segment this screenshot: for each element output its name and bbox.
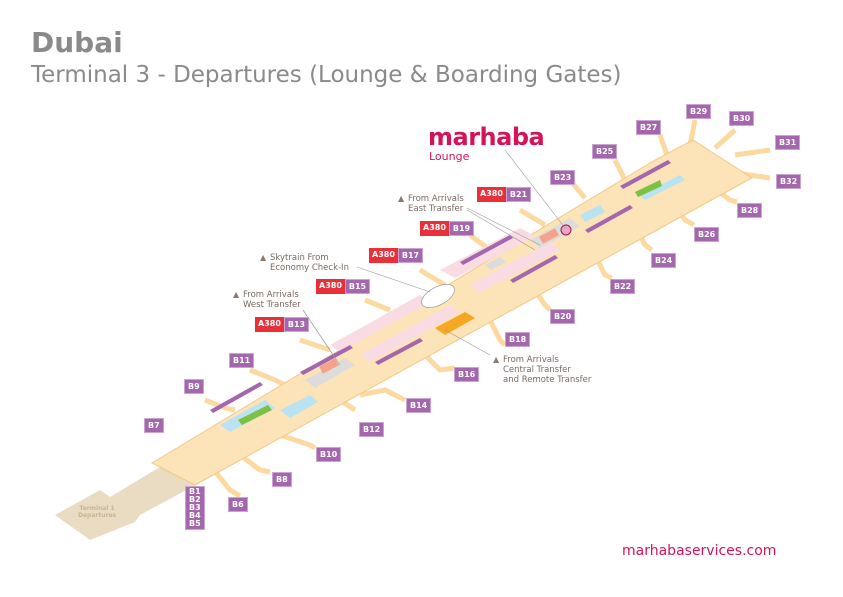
a380-badge: A380 <box>477 187 506 202</box>
terminal1-line2: Departures <box>78 512 117 519</box>
up-arrow-icon: ▲ <box>260 253 267 262</box>
a380-badge: A380 <box>369 248 398 263</box>
terminal1-line1: Terminal 1 <box>79 505 115 512</box>
a380-badge: A380 <box>420 221 449 236</box>
gate-b14: B14 <box>406 398 432 413</box>
gate-b28: B28 <box>737 203 763 218</box>
gate-b32: B32 <box>776 174 802 189</box>
callout-line: Economy Check-In <box>270 263 349 273</box>
callout-line: East Transfer <box>408 204 464 214</box>
callout-line: Central Transfer <box>503 365 571 375</box>
gate-b2: B2 <box>189 495 201 504</box>
gate-b25: B25 <box>592 144 618 159</box>
gate-b22: B22 <box>610 279 636 294</box>
gate-b4: B4 <box>189 511 201 520</box>
up-arrow-icon: ▲ <box>233 290 240 299</box>
callout-west-transfer: ▲ From Arrivals West Transfer <box>233 290 301 310</box>
gate-b11: B11 <box>229 353 255 368</box>
gate-b27: B27 <box>636 120 662 135</box>
page-title: Dubai <box>31 26 123 59</box>
gate-b24: B24 <box>651 253 677 268</box>
a380-badge: A380 <box>255 317 284 332</box>
callout-east-transfer: ▲ From Arrivals East Transfer <box>398 194 464 214</box>
gate-b18: B18 <box>505 332 531 347</box>
gate-b30: B30 <box>729 111 755 126</box>
gate-stack-b1-b5: B1 B2 B3 B4 B5 <box>185 486 205 530</box>
lounge-east <box>539 228 559 244</box>
marhaba-logo: marhaba <box>428 123 545 151</box>
callout-line: and Remote Transfer <box>503 375 592 385</box>
gate-b6: B6 <box>228 497 248 512</box>
gate-b17: B17 <box>397 248 424 263</box>
gate-b26: B26 <box>694 227 720 242</box>
gate-b1: B1 <box>189 487 201 496</box>
retail-areas <box>330 228 560 362</box>
gate-b31: B31 <box>775 135 801 150</box>
leader-lines <box>302 149 566 366</box>
callout-central-transfer: ▲ From Arrivals Central Transfer and Rem… <box>493 355 591 385</box>
page-subtitle: Terminal 3 - Departures (Lounge & Boardi… <box>31 62 622 88</box>
gate-b12: B12 <box>359 422 385 437</box>
gate-b13: B13 <box>283 317 310 332</box>
gate-b23: B23 <box>550 170 576 185</box>
website-link[interactable]: marhabaservices.com <box>622 543 777 559</box>
callout-line: From Arrivals <box>243 290 299 300</box>
callout-line: From Arrivals <box>408 194 464 204</box>
gate-b3: B3 <box>189 503 201 512</box>
gate-b15: B15 <box>344 279 371 294</box>
terminal1-label: Terminal 1 Departures <box>78 505 116 519</box>
gate-b10: B10 <box>316 447 342 462</box>
gate-b9: B9 <box>184 379 204 394</box>
gate-b29: B29 <box>686 104 712 119</box>
gate-b5: B5 <box>189 519 201 528</box>
gate-b7: B7 <box>144 418 164 433</box>
callout-line: Skytrain From <box>270 253 329 263</box>
gate-b8: B8 <box>272 472 292 487</box>
lounge-label: Lounge <box>429 150 470 163</box>
a380-badge: A380 <box>316 279 345 294</box>
terminal1-area <box>55 467 205 540</box>
callout-line: From Arrivals <box>503 355 559 365</box>
callout-skytrain: ▲ Skytrain From Economy Check-In <box>260 253 349 273</box>
up-arrow-icon: ▲ <box>398 194 405 203</box>
gate-b16: B16 <box>454 367 480 382</box>
skytrain-station <box>421 284 455 308</box>
callout-line: West Transfer <box>243 300 301 310</box>
shop-blocks <box>210 160 671 413</box>
lounge-west <box>319 358 339 374</box>
gate-b20: B20 <box>550 309 576 324</box>
marhaba-lounge-marker <box>560 224 572 236</box>
up-arrow-icon: ▲ <box>493 355 500 364</box>
gardens <box>238 180 662 425</box>
central-lounge <box>435 312 475 335</box>
gate-b19: B19 <box>448 221 475 236</box>
gate-b21: B21 <box>505 187 532 202</box>
